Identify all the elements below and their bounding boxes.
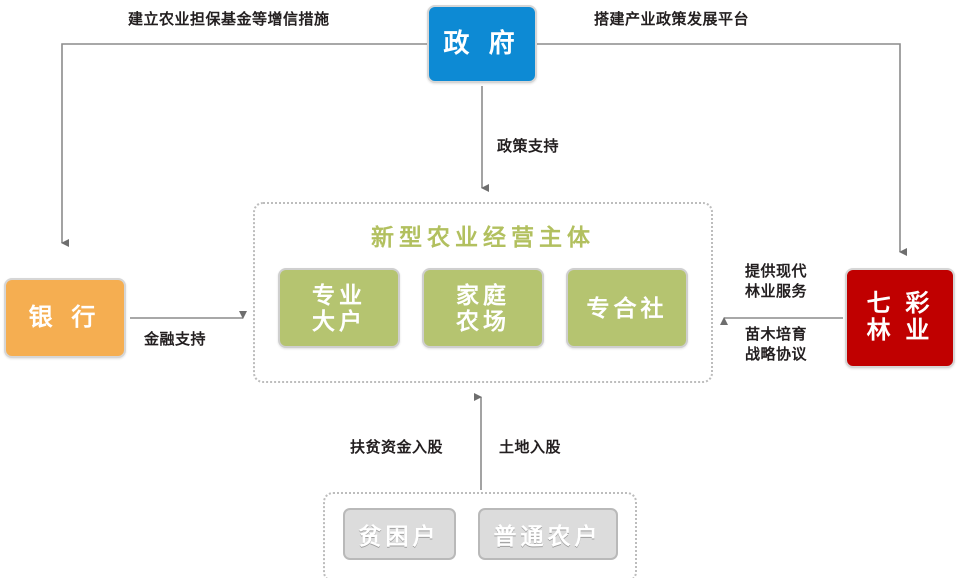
container-title: 新型农业经营主体 bbox=[371, 224, 595, 250]
entity-box-row: 专业 大户 家庭 农场 专合社 bbox=[255, 268, 711, 348]
edge-label-forestry-service: 提供现代 林业服务 bbox=[745, 263, 808, 301]
node-ordinary-farmer[interactable]: 普通农户 bbox=[477, 508, 618, 560]
edge-label-land-equity: 土地入股 bbox=[499, 439, 562, 456]
farmer-box-row: 贫困户 普通农户 bbox=[325, 508, 635, 560]
edge-label-financial-support: 金融支持 bbox=[144, 331, 207, 348]
node-forestry-company[interactable]: 七 彩 林 业 bbox=[845, 268, 955, 368]
node-specialized-large-household[interactable]: 专业 大户 bbox=[278, 268, 400, 348]
edge-label-guarantee-fund: 建立农业担保基金等增信措施 bbox=[128, 11, 330, 28]
edge-label-poverty-fund-equity: 扶贫资金入股 bbox=[350, 439, 444, 456]
edge-label-policy-support: 政策支持 bbox=[497, 138, 560, 155]
edge-label-seedling-agreement: 苗木培育 战略协议 bbox=[745, 326, 808, 364]
container-farmers: 贫困户 普通农户 bbox=[323, 492, 637, 578]
node-cooperative[interactable]: 专合社 bbox=[566, 268, 688, 348]
node-family-farm[interactable]: 家庭 农场 bbox=[422, 268, 544, 348]
node-poor-household[interactable]: 贫困户 bbox=[342, 508, 456, 560]
edge-label-industry-platform: 搭建产业政策发展平台 bbox=[594, 11, 750, 28]
container-new-agricultural-entities: 新型农业经营主体 专业 大户 家庭 农场 专合社 bbox=[253, 202, 713, 383]
node-bank[interactable]: 银 行 bbox=[4, 278, 126, 358]
node-government[interactable]: 政 府 bbox=[427, 5, 537, 83]
